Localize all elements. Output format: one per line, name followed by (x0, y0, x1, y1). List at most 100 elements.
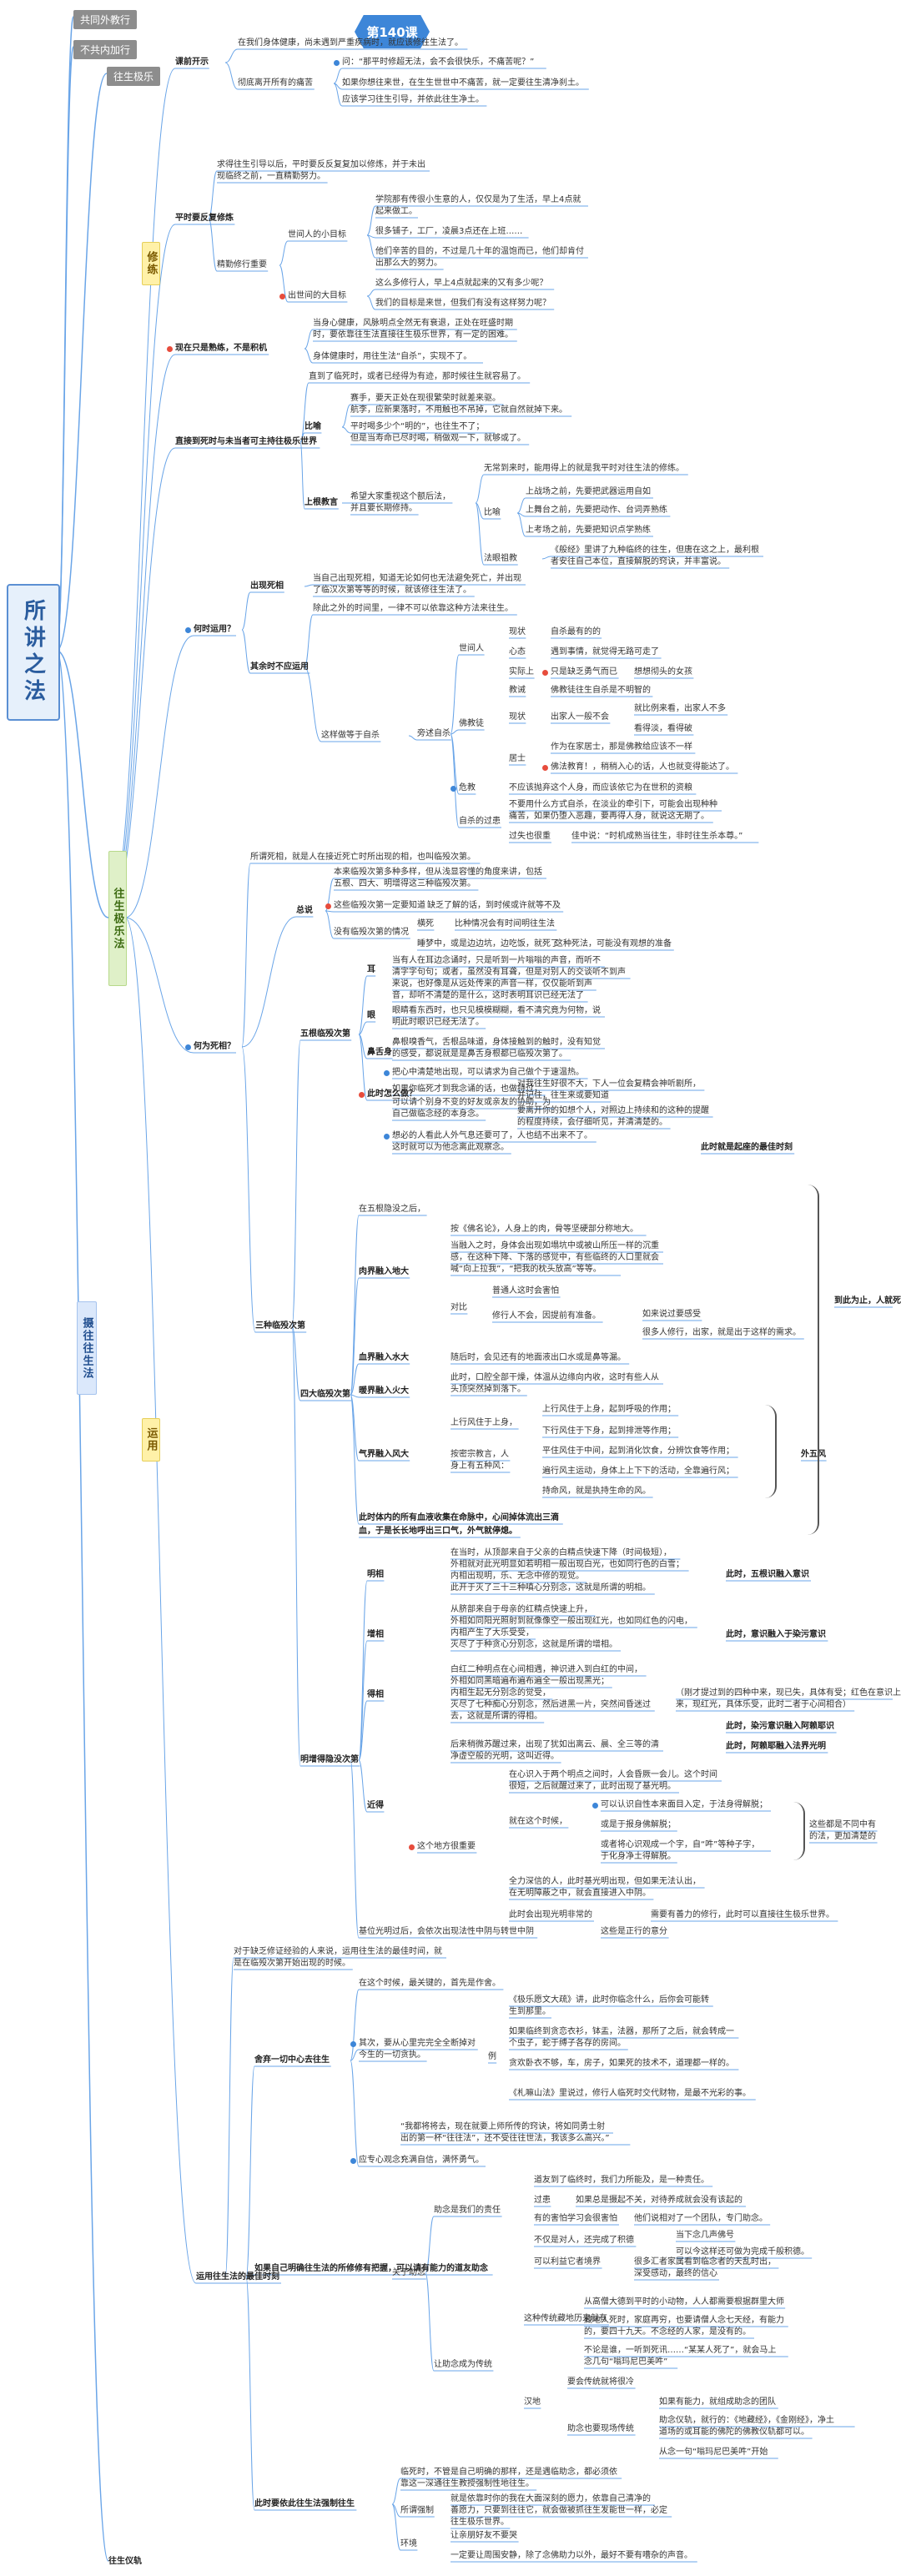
node-n26: 对于缺乏修证经验的人来说，运用往生法的最佳时间，就 (234, 1947, 442, 1956)
node-n7d2: 上舞台之前，先要把动作、台词弄熟练 (526, 506, 667, 515)
link-cishi2 (245, 2277, 255, 2511)
node-xue: 血界融入水大 (359, 1353, 409, 1362)
link-nengzi (245, 2274, 255, 2278)
node-n1: 在我们身体健康，尚未遇到严重疾病时，就应该修往生法了。 (238, 38, 463, 48)
node-n13bt: 这种死法，可能没有观想的准备 (555, 939, 672, 948)
node-marker-n12 (325, 903, 331, 909)
node-n10a3t: 只是缺乏勇气而已 (551, 667, 617, 677)
node-n6a: 赛手，要天正处在现很繁荣时就差来驱。 (350, 394, 501, 403)
node-n11: 本来临殁次第多种多样，但从浅显容懂的角度来讲，包括 (334, 868, 542, 877)
link-suowei (241, 863, 251, 1048)
node-n10b1u: 就比例来看，出家人不多 (634, 704, 726, 713)
node-n28b: 今生的一切贪执。 (359, 2050, 425, 2060)
node-n30et: 很多汇者家属看到临念者的天乱时出， (634, 2257, 776, 2267)
link-biyu (299, 432, 305, 443)
node-n2c: 应该学习往生引导，并依此往生净土。 (342, 95, 484, 104)
node-n7e2: 者安往自己本位，直接解脱的窍诀，并丰富说。 (551, 557, 726, 566)
node-n11b: 五根、四大、明增得这三种临殁次第。 (334, 879, 476, 888)
node-n10d2: 过失也很重 (509, 832, 551, 841)
node-n29a: “我都将将去，现在就要上师所传的窍诀，将如同勇士射 (400, 2122, 606, 2131)
node-marker-cishi (359, 1092, 365, 1098)
link-shesheng (245, 2065, 255, 2278)
node-bishe: 鼻舌身 (367, 1048, 392, 1057)
link-xianzai (108, 354, 176, 918)
top-tab-inner-practice[interactable]: 不共内加行 (73, 40, 138, 59)
link-panggu (408, 735, 418, 741)
node-n15b: 当融入之时，身体会出现如塌坑中或被山所压一样的沉重 (450, 1241, 659, 1250)
top-tab-outer-practice[interactable]: 共同外教行 (73, 10, 138, 29)
node-marker-n10a3t (542, 670, 548, 676)
node-yant: 眼睛看东西时，也只见模模糊糊，看不清究竟为何物，说 (392, 1006, 601, 1015)
link-zhege (304, 667, 322, 742)
node-marker-zhege2 (409, 1844, 415, 1850)
node-n24e2: 在无明障蔽之中，就会直接进入中阴。 (509, 1889, 651, 1898)
link-yan (358, 1021, 368, 1035)
node-n32c2: 善愿力，只要到往往它，就会做被抓往生发能世一样，必定 (450, 2506, 667, 2515)
node-hedeng: 何时运用？ (194, 625, 235, 634)
root-link-2 (56, 46, 74, 652)
node-marker-n14 (384, 1070, 390, 1076)
node-n19: 此时体内的所有血液收集在命脉中，心间掉体流出三滴 (359, 1513, 559, 1522)
node-wugen: 五根临殁次第 (300, 1029, 350, 1039)
link-n4b1 (366, 289, 376, 297)
node-bishet2: 的感受，都说就是是鼻舌身根都已临殁次第了。 (392, 1049, 567, 1059)
node-n28d: 如果临终到贪恋衣衫，钵盂，法器，那所了之后，就会转成一 (509, 2027, 734, 2036)
link-kaishi (108, 68, 176, 918)
section-label-practice: 修练 (144, 251, 158, 276)
footer-label: 往生仪轨 (108, 2557, 142, 2566)
node-n20b: 外相就对此光明显如若明相一般出现白光，也如同行色的白雪； (450, 1560, 684, 1569)
node-xianzai: 现在只是熟练，不是积机 (175, 344, 267, 353)
node-n10d2b: 佳中说：“时机成熟当往生，非时往生杀本尊。” (571, 832, 743, 841)
node-marker-n29 (350, 2158, 356, 2164)
node-n21: 从脐部来自于母亲的红精点快速上升， (450, 1605, 592, 1614)
node-n31b: 汉地 (524, 2397, 541, 2407)
node-n4a1: 学院那有传很小生意的人，仅仅是为了生活，早上4点就 (375, 195, 581, 204)
root-link-3 (56, 73, 108, 652)
node-n14: 把心中清楚地出现，可以请求为自己做个于速温热。 (392, 1068, 584, 1077)
node-n28: 其次，要从心里完完全全断掉对 (359, 2039, 476, 2048)
node-tuda: 肉界融入地大 (359, 1267, 409, 1276)
node-n24e: 全力深信的人，此时基光明出现，但如果无法认出， (509, 1877, 701, 1886)
node-marker-xianzai (167, 346, 173, 352)
node-n25t: 这些是正行的意分 (601, 1927, 667, 1936)
node-n14e2: 这时就可以为他念离此观察念。 (392, 1143, 509, 1152)
node-n30a: 道友到了临终时，我们力所能及，是一种责任。 (534, 2176, 709, 2185)
node-n18y2: 身上有五种风： (450, 1462, 509, 1471)
node-n30c: 有的害怕学习会很害怕 (534, 2214, 617, 2223)
top-tab-pure-land[interactable]: 往生极乐 (107, 67, 161, 86)
link-yunyong (124, 917, 197, 2284)
node-huanjing: 环境 (400, 2539, 417, 2548)
node-hewei: 何为死相？ (194, 1042, 235, 1051)
node-n15c1: 普通人这时会害怕 (492, 1286, 559, 1296)
node-cishi: 此时怎么做？ (367, 1089, 417, 1099)
link-n5c (304, 348, 314, 364)
node-n7: 希望大家重视这个额后法， (350, 492, 450, 501)
node-n31a: 这种传统藏地历来就有 (524, 2314, 607, 2323)
node-n14d: 要离开你的如想个人，对照边上持续和的这种的提醒 (517, 1106, 709, 1115)
node-n14d2: 的程度持续，会仔细听见，并清清楚的。 (517, 1118, 667, 1127)
link-xue (350, 1363, 360, 1396)
node-n6: 直到了临死时，或者已经得为有迹，那时候往生就容易了。 (309, 372, 526, 381)
node-jinde: 近得 (367, 1801, 384, 1810)
node-n2b: 如果你想往来世，在生生世世中不痛苦，就一定要往生清净刹土。 (342, 78, 584, 88)
link-n6c (341, 426, 351, 434)
node-n10a3: 实际上 (509, 667, 534, 677)
node-n24c: 就在这个时候， (509, 1817, 567, 1826)
node-n24b: 很短，之后就醒过来了，此时出现了基光明。 (509, 1782, 676, 1791)
link-hewei (124, 917, 194, 1054)
link-wugen (291, 1039, 301, 1327)
node-n20c: 内相出现明，乐、无念中修的现觉。 (450, 1572, 584, 1581)
node-n13a: 横死 (417, 919, 434, 928)
link-n9 (304, 614, 314, 668)
node-ming: 明相 (367, 1570, 384, 1579)
section-pure-land-method: 往生极乐法 (108, 851, 127, 986)
node-n29a2: 出的第一杯“往往法”，还不受往往世法，我该多么高兴。” (400, 2134, 610, 2143)
node-n6b: 航李，应新果落时，不用触也不吊掉，它就自然就掉下来。 (350, 405, 567, 415)
node-n31a2b: 的，要四十九天。不念经的人家，是没有的。 (584, 2327, 751, 2337)
node-n28d2: 个虫子，蛇于缚子各存的房间。 (509, 2039, 626, 2048)
root-link-0 (56, 650, 109, 918)
node-n14e: 想必的人看此人外气息还要可了，人也结不出来不了。 (392, 1131, 592, 1140)
node-n4a3b: 出那么大的努力。 (375, 259, 442, 268)
node-n10a3u: 想想彻头的女孩 (634, 667, 692, 677)
node-biyu: 比喻 (305, 422, 321, 431)
